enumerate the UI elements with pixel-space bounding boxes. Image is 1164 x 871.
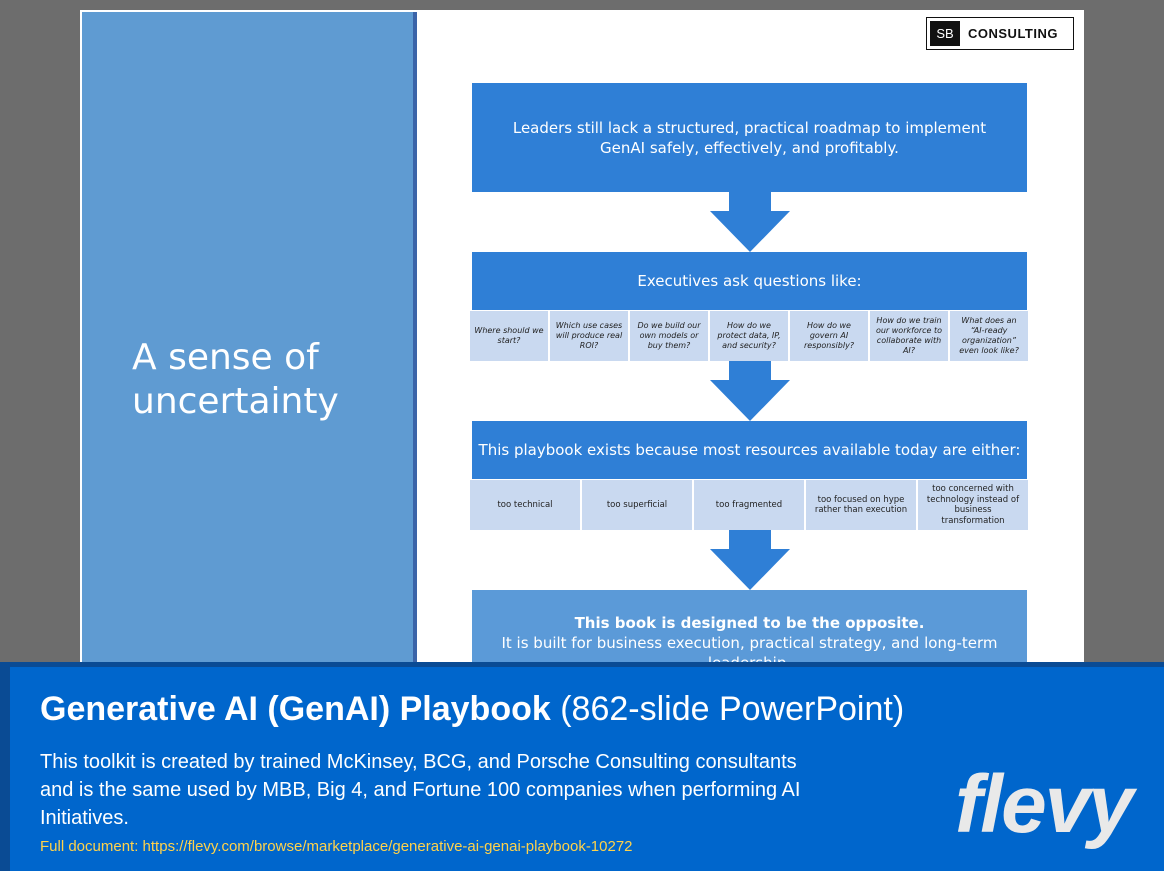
sb-consulting-logo: SB CONSULTING — [926, 17, 1074, 50]
flevy-logo: flevy — [955, 759, 1134, 850]
banner-accent — [0, 662, 10, 871]
banner-top-border — [0, 662, 1164, 667]
reason-cell: too concerned with technology instead of… — [918, 480, 1028, 530]
question-cell: Do we build our own models or buy them? — [630, 311, 708, 361]
reason-cell: too fragmented — [694, 480, 804, 530]
conclusion-text: It is built for business execution, prac… — [501, 634, 998, 662]
question-cell: Which use cases will produce real ROI? — [550, 311, 628, 361]
reason-cell: too technical — [470, 480, 580, 530]
conclusion-bold-text: This book is designed to be the opposite… — [574, 614, 925, 632]
left-panel-divider — [413, 12, 417, 662]
conclusion-box: This book is designed to be the opposite… — [472, 590, 1027, 662]
problem-text: Leaders still lack a structured, practic… — [512, 118, 987, 157]
left-panel — [82, 12, 413, 662]
banner-description: This toolkit is created by trained McKin… — [40, 751, 801, 829]
down-arrow-icon — [710, 361, 790, 421]
banner-title-sub: (862-slide PowerPoint) — [560, 690, 905, 728]
problem-box: Leaders still lack a structured, practic… — [472, 83, 1027, 192]
questions-header-text: Executives ask questions like: — [637, 272, 862, 290]
promo-banner: Generative AI (GenAI) Playbook (862-slid… — [0, 662, 1164, 871]
down-arrow-icon — [710, 530, 790, 590]
slide: A sense of uncertainty SB CONSULTING Lea… — [80, 10, 1084, 662]
banner-title-bold: Generative AI (GenAI) Playbook — [40, 690, 551, 728]
logo-mark: SB — [930, 21, 960, 46]
reason-cell: too superficial — [582, 480, 692, 530]
playbook-reason-box: This playbook exists because most resour… — [472, 421, 1027, 479]
down-arrow-icon — [710, 192, 790, 252]
logo-text: CONSULTING — [968, 26, 1058, 41]
question-cell: How do we protect data, IP, and security… — [710, 311, 788, 361]
questions-row: Where should we start? Which use cases w… — [470, 311, 1028, 361]
banner-title: Generative AI (GenAI) Playbook (862-slid… — [40, 690, 904, 729]
questions-header-box: Executives ask questions like: — [472, 252, 1027, 310]
slide-title: A sense of uncertainty — [132, 337, 339, 422]
reason-cell: too focused on hype rather than executio… — [806, 480, 916, 530]
reasons-row: too technical too superficial too fragme… — [470, 480, 1028, 530]
document-link[interactable]: Full document: https://flevy.com/browse/… — [40, 838, 633, 855]
question-cell: How do we train our workforce to collabo… — [870, 311, 948, 361]
playbook-reason-text: This playbook exists because most resour… — [478, 441, 1021, 459]
question-cell: Where should we start? — [470, 311, 548, 361]
question-cell: What does an “AI-ready organization” eve… — [950, 311, 1028, 361]
question-cell: How do we govern AI responsibly? — [790, 311, 868, 361]
